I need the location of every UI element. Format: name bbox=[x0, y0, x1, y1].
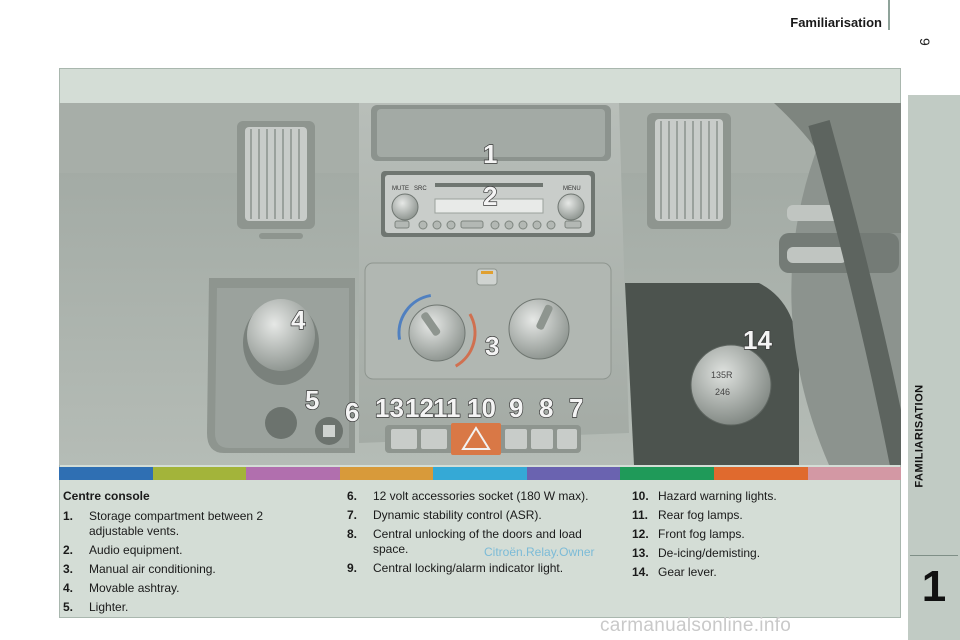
legend-item-number: 12. bbox=[632, 527, 649, 541]
color-band-segment bbox=[526, 467, 621, 480]
legend-item-number: 6. bbox=[347, 489, 358, 503]
chapter-number: 1 bbox=[921, 562, 947, 611]
callout-14: 14 bbox=[743, 325, 772, 355]
legend-item-text: Lighter. bbox=[89, 600, 129, 614]
side-divider bbox=[910, 555, 958, 556]
color-band-segment bbox=[59, 467, 153, 480]
color-band-segment bbox=[713, 467, 808, 480]
legend-item: 14. Gear lever. bbox=[632, 565, 882, 580]
legend-item: 9. Central locking/alarm indicator light. bbox=[347, 561, 607, 576]
climate-control-panel bbox=[364, 262, 612, 380]
legend-item-number: 10. bbox=[632, 489, 649, 503]
legend-heading: Centre console bbox=[63, 489, 150, 503]
legend-item-text: Central locking/alarm indicator light. bbox=[373, 561, 564, 575]
legend-item-text: Gear lever. bbox=[658, 565, 717, 579]
legend-item: 13. De-icing/demisting. bbox=[632, 546, 882, 561]
header-rule bbox=[888, 0, 890, 30]
ashtray-area bbox=[207, 278, 355, 453]
footer-watermark: carmanualsonline.info bbox=[600, 615, 792, 636]
legend-column-2: 6. 12 volt accessories socket (180 W max)… bbox=[347, 489, 607, 580]
callout-6: 6 bbox=[345, 397, 359, 427]
callout-13: 13 bbox=[375, 393, 404, 423]
legend-item-number: 11. bbox=[632, 508, 649, 522]
legend-item-text: Manual air conditioning. bbox=[89, 562, 216, 576]
color-band-segment bbox=[807, 467, 902, 480]
legend-item-number: 4. bbox=[63, 581, 74, 595]
callout-2: 2 bbox=[483, 181, 497, 211]
chapter-side-label: FAMILIARISATION bbox=[908, 370, 960, 487]
legend-item-number: 14. bbox=[632, 565, 649, 579]
callout-8: 8 bbox=[539, 393, 553, 423]
legend-item-number: 8. bbox=[347, 527, 358, 541]
callout-4: 4 bbox=[291, 305, 306, 335]
steering-wheel bbox=[774, 103, 901, 465]
legend-item-text: De-icing/demisting. bbox=[658, 546, 761, 560]
legend-item: 4. Movable ashtray. bbox=[63, 581, 293, 596]
centre-console-photo: MUTE SRC MENU bbox=[59, 103, 901, 465]
audio-unit: MUTE SRC MENU bbox=[381, 171, 595, 237]
legend-item: 1. Storage compartment between 2 adjustab… bbox=[63, 509, 293, 539]
right-air-vent bbox=[647, 113, 731, 229]
legend-item-text: 12 volt accessories socket (180 W max). bbox=[373, 489, 589, 503]
color-band-segment bbox=[620, 467, 714, 480]
callout-3: 3 bbox=[485, 331, 499, 361]
legend-item: 6. 12 volt accessories socket (180 W max)… bbox=[347, 489, 607, 504]
legend-item-text: Movable ashtray. bbox=[89, 581, 180, 595]
page-number: 9 bbox=[917, 38, 933, 46]
legend-item-text: Front fog lamps. bbox=[658, 527, 745, 541]
legend-item: 12. Front fog lamps. bbox=[632, 527, 882, 542]
radio-mute-label: MUTE bbox=[392, 186, 409, 192]
left-air-vent bbox=[237, 121, 315, 239]
gear-pattern-top: 135R bbox=[711, 370, 733, 380]
legend-item-text: Dynamic stability control (ASR). bbox=[373, 508, 542, 522]
legend-item: 5. Lighter. bbox=[63, 600, 293, 615]
legend-item-number: 9. bbox=[347, 561, 358, 575]
callout-5: 5 bbox=[305, 385, 319, 415]
legend-item-number: 5. bbox=[63, 600, 74, 614]
callout-12: 12 bbox=[405, 393, 434, 423]
legend-item: 10. Hazard warning lights. bbox=[632, 489, 882, 504]
legend-item: 11. Rear fog lamps. bbox=[632, 508, 882, 523]
legend-column-3: 10. Hazard warning lights. 11. Rear fog lam… bbox=[632, 489, 882, 584]
callout-7: 7 bbox=[569, 393, 583, 423]
chapter-label-text: FAMILIARISATION bbox=[913, 384, 926, 488]
inline-watermark: Citroën.Relay.Owner bbox=[484, 545, 595, 559]
legend-column-1: Centre console 1. Storage compartment bet… bbox=[63, 489, 293, 619]
radio-menu-label: MENU bbox=[563, 186, 581, 192]
callout-10: 10 bbox=[467, 393, 496, 423]
dashboard-illustration: MUTE SRC MENU bbox=[59, 103, 901, 465]
color-band-segment bbox=[433, 467, 527, 480]
chapter-side-tab bbox=[908, 95, 960, 640]
legend-item-text: Central unlocking of the doors and load … bbox=[373, 527, 582, 556]
gear-lever-area: 135R 246 bbox=[625, 283, 799, 465]
legend-item-number: 3. bbox=[63, 562, 74, 576]
color-band-segment bbox=[246, 467, 340, 480]
legend-item: 7. Dynamic stability control (ASR). bbox=[347, 508, 607, 523]
legend-item: 8. Central unlocking of the doors and loa… bbox=[347, 527, 607, 557]
legend-item-number: 1. bbox=[63, 509, 74, 523]
legend-item: 2. Audio equipment. bbox=[63, 543, 293, 558]
switch-bank bbox=[385, 423, 581, 455]
legend-item-number: 13. bbox=[632, 546, 649, 560]
color-band-segment bbox=[152, 467, 247, 480]
page-header-title: Familiarisation bbox=[790, 15, 882, 30]
legend-item-text: Hazard warning lights. bbox=[658, 489, 777, 503]
legend-item-number: 2. bbox=[63, 543, 74, 557]
color-band-segment bbox=[339, 467, 434, 480]
radio-src-label: SRC bbox=[414, 186, 427, 192]
callout-1: 1 bbox=[483, 139, 497, 169]
chapter-color-band bbox=[59, 467, 902, 480]
gear-pattern-bottom: 246 bbox=[715, 387, 730, 397]
callout-11: 11 bbox=[433, 393, 461, 423]
legend-item-text: Storage compartment between 2 adjustable… bbox=[89, 509, 264, 538]
legend-item-text: Audio equipment. bbox=[89, 543, 183, 557]
legend-item-number: 7. bbox=[347, 508, 358, 522]
legend-item-text: Rear fog lamps. bbox=[658, 508, 743, 522]
legend-item: 3. Manual air conditioning. bbox=[63, 562, 293, 577]
callout-9: 9 bbox=[509, 393, 523, 423]
